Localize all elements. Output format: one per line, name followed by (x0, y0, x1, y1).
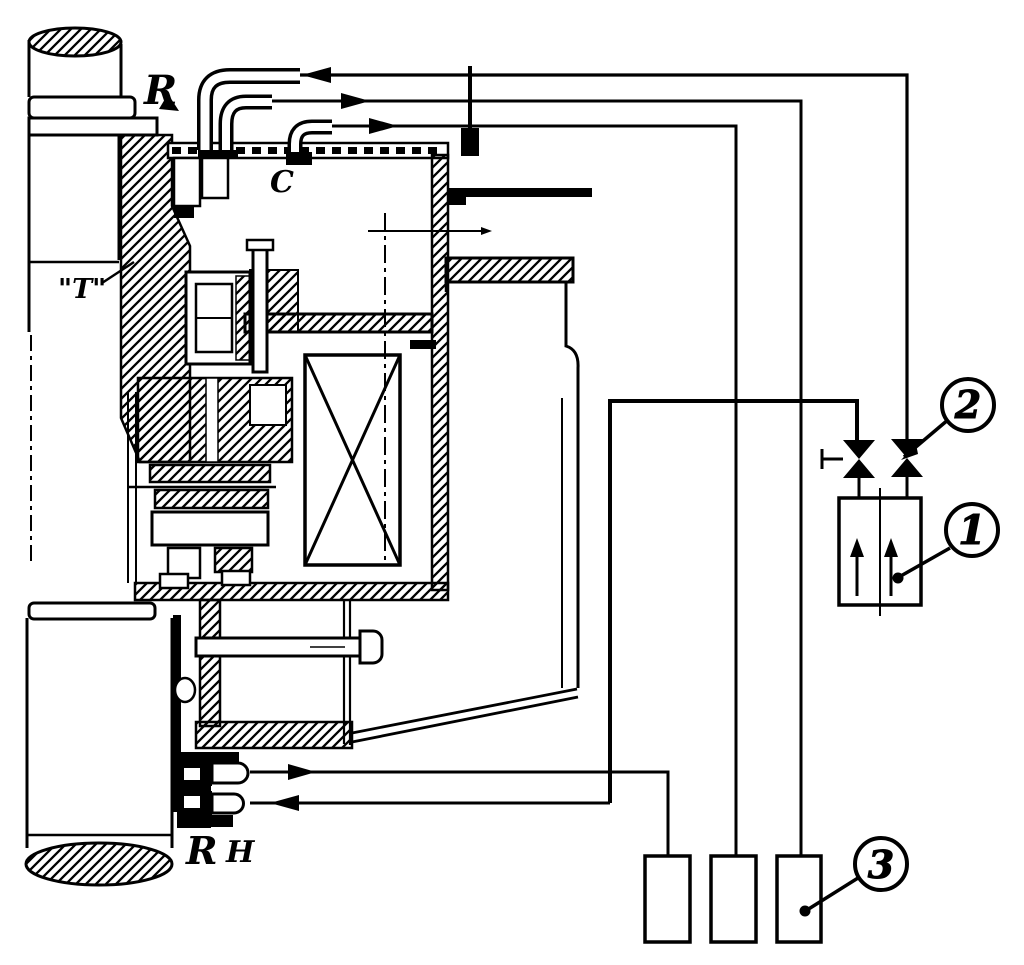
flow-arrow-out-5 (288, 764, 316, 780)
shaft-collar-2 (27, 116, 159, 137)
callout-3-leader (806, 876, 859, 912)
outer-shell (351, 256, 580, 744)
isolation-valves (820, 430, 923, 498)
label-t-leader (101, 260, 135, 285)
shaft-top-end (27, 26, 123, 58)
callout-1-number: 1 (958, 507, 986, 554)
label-r-arrow (159, 94, 179, 111)
flow-arrow-out-3 (369, 118, 398, 134)
bolt-head (358, 629, 384, 665)
supply-elbows (197, 68, 332, 165)
port-h-flange (200, 791, 212, 817)
pipe-line-2 (270, 99, 803, 856)
cartridge-stem (251, 245, 269, 374)
label-t: "T" (58, 274, 106, 305)
callout-1-leader (898, 546, 951, 579)
instrument-block-1 (643, 854, 692, 944)
shaft-lower-cap (27, 601, 157, 621)
flow-indicator (837, 488, 923, 616)
casing-right-wall (430, 153, 450, 592)
casing-bottom-wall (133, 581, 450, 602)
instrument-blocks (643, 854, 823, 944)
support-pipe (243, 312, 434, 334)
casing (127, 141, 592, 602)
shaft-gap (173, 615, 181, 812)
shaft-collar-1 (27, 95, 137, 120)
label-r-bottom: R (185, 828, 218, 873)
callout-circle-3 (853, 836, 909, 892)
valve-right (891, 430, 923, 498)
shell-flange (444, 256, 575, 284)
cover-stub-line (448, 188, 592, 197)
callouts: 2 1 3 (799, 377, 1000, 917)
cover-fitting-block (461, 128, 479, 156)
callout-circle-2 (940, 377, 996, 433)
shaft-lower (24, 601, 174, 887)
pipe-line-r-supply (298, 73, 909, 439)
bearing-stack (128, 463, 276, 590)
port-r-tube (210, 761, 250, 785)
callout-circle-1 (944, 502, 1000, 558)
callout-2-number: 2 (954, 382, 981, 427)
flow-arrow-out-2 (341, 93, 370, 109)
bottom-ports (177, 752, 250, 828)
callout-3-number: 3 (868, 842, 894, 887)
label-h-bottom: H (225, 835, 256, 870)
port-r-flange (200, 760, 212, 786)
pipe-lines (250, 66, 909, 856)
pipe-line-h-supply (608, 399, 859, 803)
shaft-bottom-end (24, 841, 174, 887)
bolt-hole (173, 676, 197, 704)
cover-sensor-1 (172, 156, 202, 208)
pipe-line-3 (330, 124, 738, 856)
seal-cartridge (184, 238, 434, 374)
flow-arrow-into-h (270, 795, 299, 811)
valve-left-handle (820, 449, 843, 469)
label-c: C (270, 165, 294, 200)
instrument-block-2 (709, 854, 758, 944)
pipe-line-5 (250, 770, 670, 856)
instrument-block-3 (775, 854, 823, 944)
shaft-upper (27, 26, 159, 565)
valve-left (820, 440, 875, 498)
flow-arrow-into-r (302, 67, 331, 83)
lower-housing (173, 598, 384, 812)
crosshatch-box (303, 213, 492, 567)
labels: R C "T" R H (58, 67, 294, 873)
port-h-tube (210, 792, 245, 815)
cover-sensor-2 (200, 156, 230, 200)
